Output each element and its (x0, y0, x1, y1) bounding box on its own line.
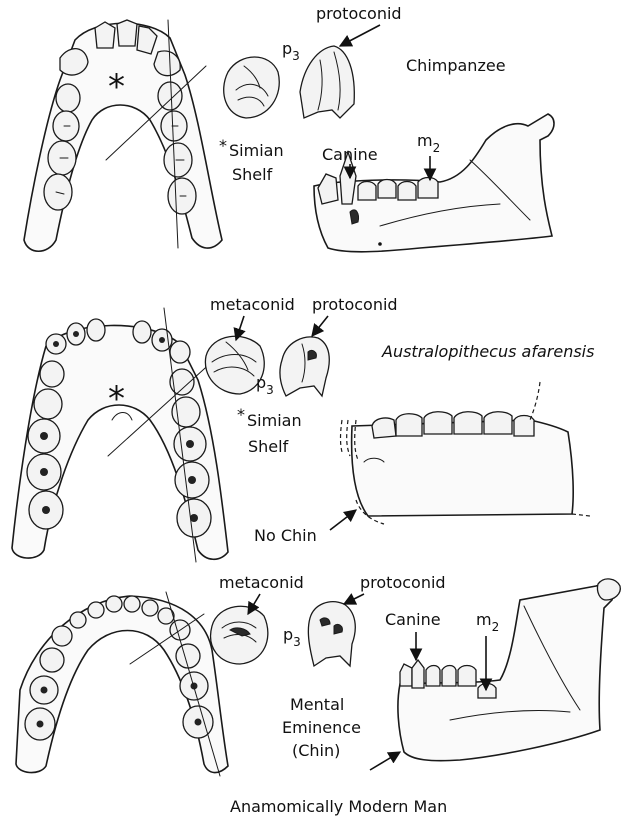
modern-p3-occlusal-tooth (210, 605, 269, 665)
panel-modern-human: p3 metaconid protoconid Canine m2 Mental… (15, 573, 621, 816)
chimp-shelf-label-line2: Shelf (232, 165, 273, 184)
modern-m2-label: m2 (476, 610, 499, 634)
panel-chimpanzee: * p3 protoconid Chimpanzee * Simian Shel… (23, 4, 555, 253)
afarensis-chin-label: No Chin (254, 526, 317, 545)
modern-chin-arrow (369, 751, 402, 771)
afarensis-protoconid-arrow (311, 315, 329, 337)
afarensis-p3-lateral-tooth (279, 336, 330, 398)
chimp-p3-occlusal-tooth (223, 56, 280, 119)
modern-chin-label-line3: (Chin) (292, 741, 340, 760)
modern-canine-label: Canine (385, 610, 441, 629)
modern-species-label: Anamomically Modern Man (230, 797, 447, 816)
modern-metaconid-arrow (247, 593, 261, 616)
chimp-occlusal-mandible (23, 19, 223, 253)
modern-occlusal-mandible (15, 591, 229, 777)
chimp-protoconid-arrow (338, 24, 381, 47)
modern-chin-label-line2: Eminence (282, 718, 361, 737)
modern-protoconid-arrow (342, 593, 365, 605)
afarensis-shelf-label-line2: Shelf (248, 437, 289, 456)
afarensis-shelf-asterisk: * (237, 405, 245, 424)
afarensis-metaconid-label: metaconid (210, 295, 295, 314)
modern-protoconid-label: protoconid (360, 573, 446, 592)
chimp-canine-label: Canine (322, 145, 378, 164)
afarensis-metaconid-arrow (233, 315, 246, 342)
chimp-p3-label: p3 (282, 39, 300, 63)
chimp-shelf-asterisk-mark: * (108, 67, 125, 107)
afarensis-shelf-label-line1: Simian (247, 411, 302, 430)
afarensis-species-label: Australopithecus afarensis (381, 342, 594, 361)
afarensis-protoconid-label: protoconid (312, 295, 398, 314)
chimp-m2-label: m2 (417, 131, 440, 155)
chimp-shelf-label-line1: Simian (229, 141, 284, 160)
afarensis-p3-label: p3 (256, 373, 274, 397)
afarensis-chin-arrow (329, 509, 358, 531)
afarensis-shelf-asterisk-mark: * (108, 379, 125, 419)
chimp-species-label: Chimpanzee (406, 56, 506, 75)
afarensis-lateral-mandible (339, 381, 591, 525)
modern-p3-lateral-tooth (307, 601, 356, 668)
afarensis-p3-occlusal-tooth (204, 335, 265, 395)
modern-chin-label-line1: Mental (290, 695, 344, 714)
panel-australopithecus: * p3 metaconid protoconid Australopithec… (11, 295, 594, 563)
chimp-shelf-asterisk: * (219, 136, 227, 155)
chimp-protoconid-label: protoconid (316, 4, 402, 23)
chimp-lateral-mandible (313, 113, 555, 253)
modern-lateral-mandible (397, 578, 621, 762)
modern-p3-label: p3 (283, 625, 301, 649)
modern-metaconid-label: metaconid (219, 573, 304, 592)
chimp-p3-lateral-tooth (299, 45, 355, 119)
afarensis-occlusal-mandible (11, 307, 229, 563)
